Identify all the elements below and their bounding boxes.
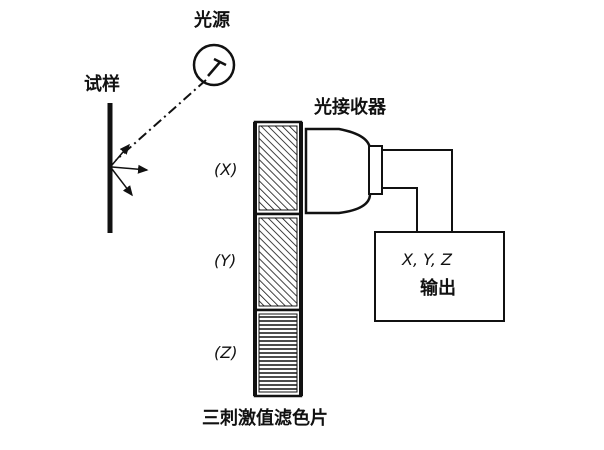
filter-y-label: (Y) <box>214 251 237 270</box>
filter-x-label: (X) <box>214 160 238 179</box>
filter-x <box>253 120 303 216</box>
reflected-rays <box>111 143 149 197</box>
filter-z <box>253 308 303 398</box>
light-source-icon <box>192 43 236 87</box>
filter-y <box>253 212 303 312</box>
output-label: 输出 <box>420 278 456 299</box>
sample-label: 试样 <box>84 74 120 95</box>
receiver-connector <box>368 145 383 195</box>
light-receiver <box>304 127 372 215</box>
receiver-label: 光接收器 <box>314 97 386 118</box>
filter-z-label: (Z) <box>214 343 238 362</box>
filters-caption: 三刺激值滤色片 <box>202 408 328 429</box>
signal-cables <box>382 149 453 232</box>
output-box <box>374 231 505 322</box>
output-values-label: X, Y, Z <box>402 250 452 269</box>
incident-beam <box>115 79 207 161</box>
light-source-label: 光源 <box>194 10 230 31</box>
